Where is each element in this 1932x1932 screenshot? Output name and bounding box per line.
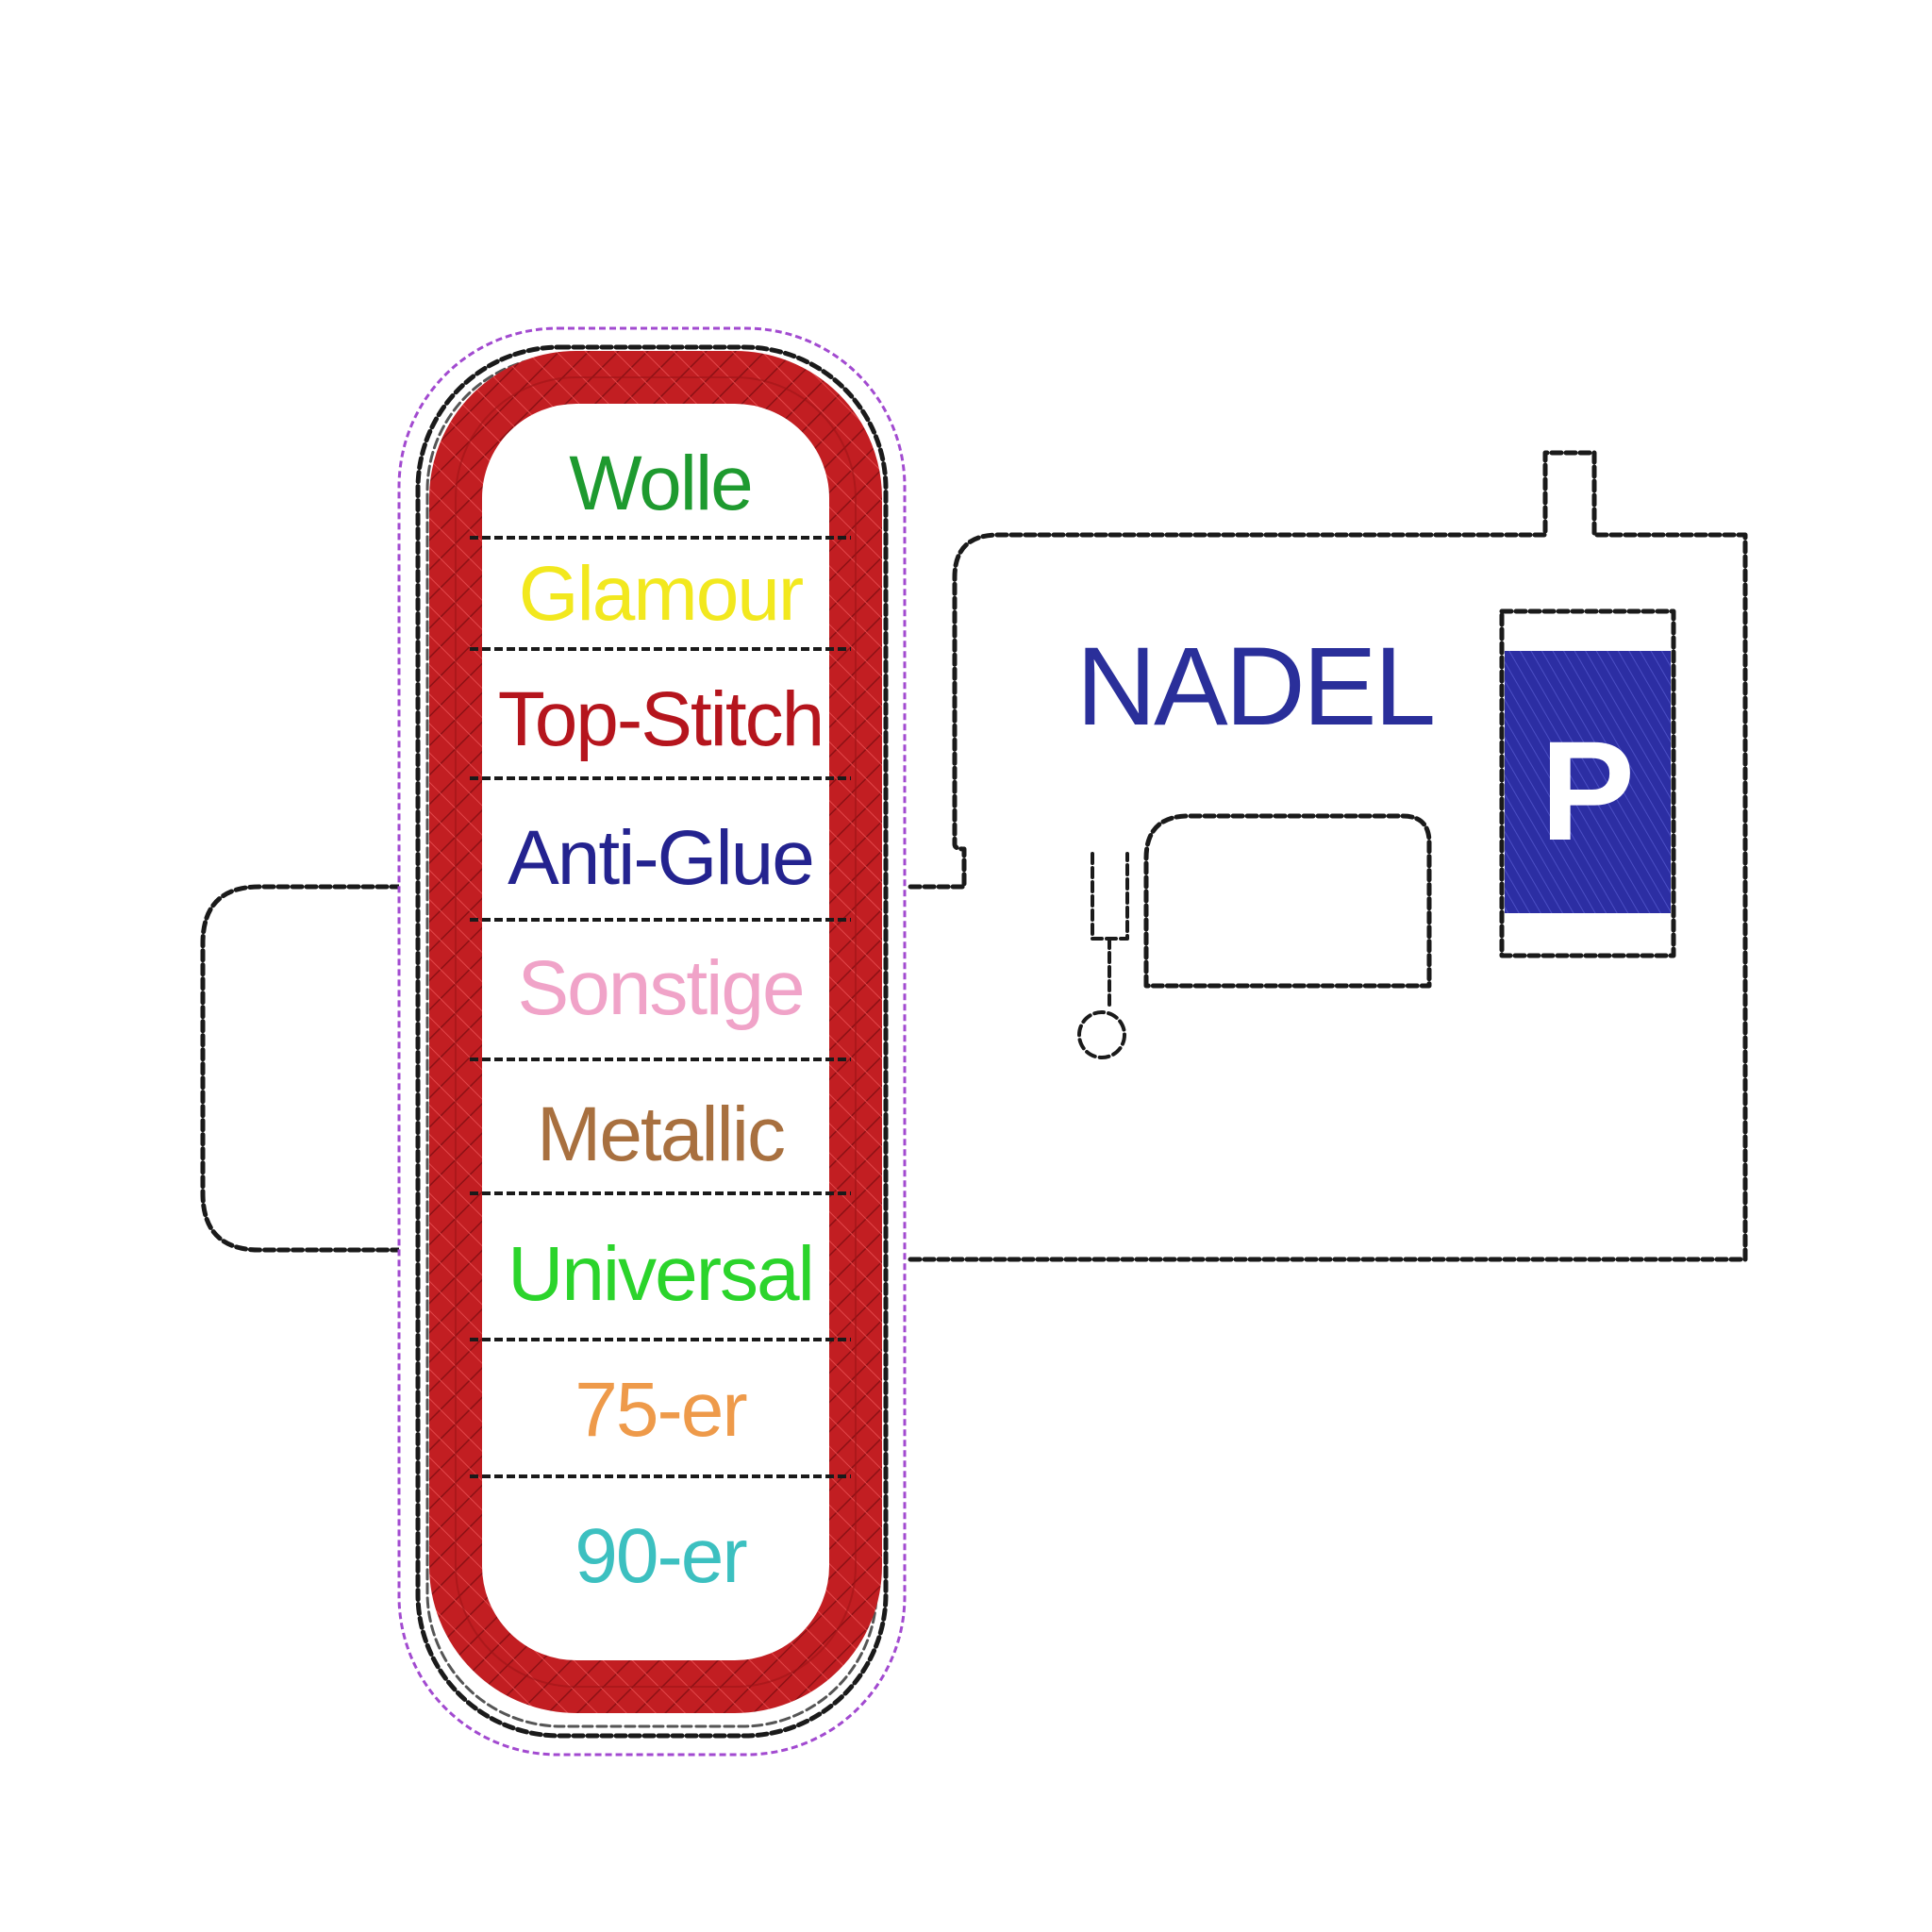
brand-title: NADEL xyxy=(1076,625,1433,749)
needle-type-labels: WolleGlamourTop-StitchAnti-GlueSonstigeM… xyxy=(498,441,825,1599)
needle-holder-pocket: WolleGlamourTop-StitchAnti-GlueSonstigeM… xyxy=(397,326,907,1757)
machine-window-outline xyxy=(1143,813,1432,989)
brand-badge: P xyxy=(1505,651,1671,913)
needle-label: Metallic xyxy=(537,1091,784,1177)
needle-label: Glamour xyxy=(519,551,803,637)
cut-line xyxy=(397,326,907,1757)
needle-label: Universal xyxy=(508,1231,813,1317)
handwheel-outline xyxy=(200,884,418,1253)
satin-frame-edge xyxy=(455,376,857,1688)
needle-eye-circle xyxy=(1077,1010,1126,1059)
machine-body-outline xyxy=(908,450,1748,1262)
needle-bar-outline xyxy=(1091,852,1129,941)
pocket-outer-stitch xyxy=(415,344,889,1739)
sewing-machine-outline xyxy=(200,450,1748,1262)
needle-label: 90-er xyxy=(575,1513,746,1599)
needle-label: 75-er xyxy=(575,1367,746,1453)
needle-label: Top-Stitch xyxy=(498,676,824,762)
needle-label: Anti-Glue xyxy=(508,815,813,901)
needle-label: Sonstige xyxy=(517,945,803,1031)
badge-letter: P xyxy=(1541,711,1635,870)
badge-fill xyxy=(1505,651,1671,913)
badge-frame-outline xyxy=(1499,608,1676,958)
needle-label: Wolle xyxy=(569,441,752,526)
separator-lines xyxy=(470,536,851,1478)
